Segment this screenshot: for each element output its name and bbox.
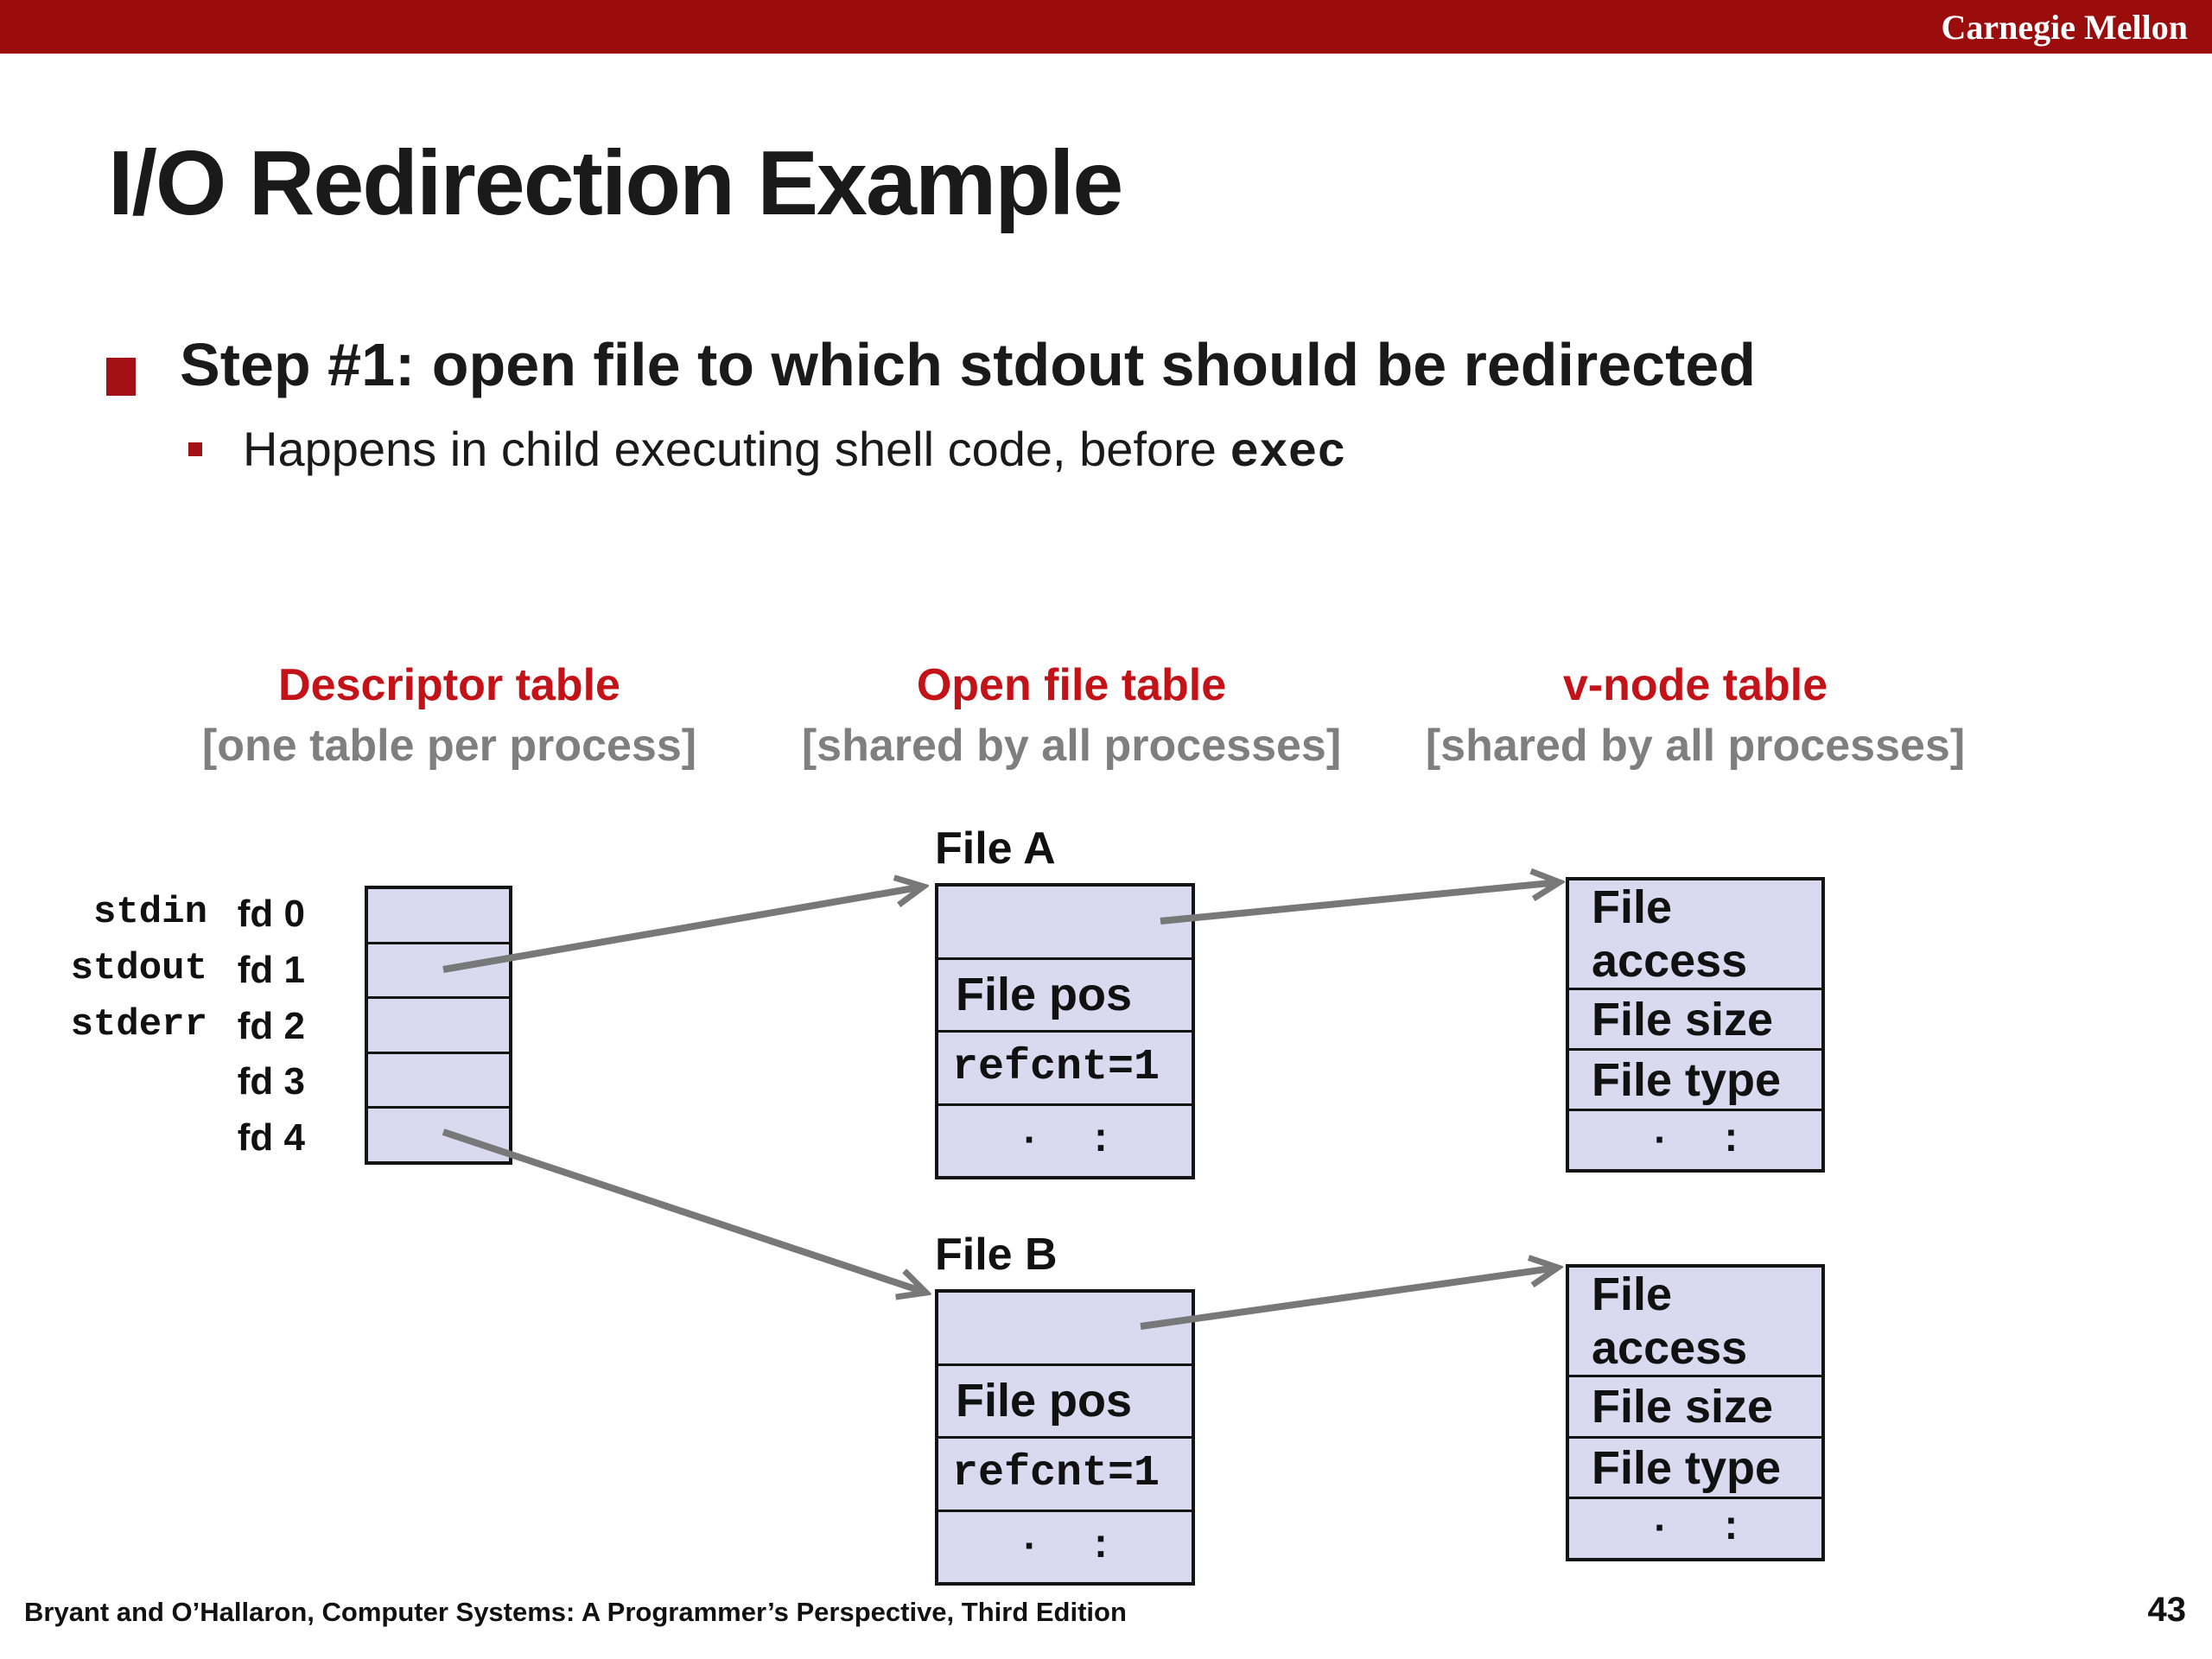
vnode-table-a: File access File size File type · : — [1566, 877, 1825, 1173]
footer-citation: Bryant and O’Hallaron, Computer Systems:… — [24, 1597, 1127, 1627]
file-b-refcnt-cell: refcnt=1 — [938, 1436, 1192, 1510]
subheader-open-file-table: [shared by all processes] — [801, 721, 1342, 771]
subheader-descriptor-table: [one table per process] — [201, 721, 697, 771]
vnode-b-ellipsis-cell: · : — [1569, 1497, 1821, 1558]
arrow-fd1-to-fileA — [442, 887, 924, 973]
file-a-refcnt-cell: refcnt=1 — [938, 1030, 1192, 1103]
label-stderr: stderr — [70, 1003, 207, 1046]
label-stdin: stdin — [92, 891, 207, 934]
sub-bullet: Happens in child executing shell code, b… — [243, 421, 1346, 480]
vnode-b-type-cell: File type — [1569, 1435, 1821, 1497]
vnode-table-b: File access File size File type · : — [1566, 1264, 1825, 1561]
file-a-ellipsis-cell: · : — [938, 1103, 1192, 1177]
arrow-fd4-to-fileB — [442, 1128, 926, 1293]
label-stdout: stdout — [70, 947, 207, 990]
descriptor-cell-fd0 — [368, 889, 509, 942]
label-fd3: fd 3 — [237, 1060, 305, 1103]
label-fd2: fd 2 — [237, 1005, 305, 1047]
header-vnode-table: v-node table — [1562, 660, 1828, 710]
vnode-b-size-cell: File size — [1569, 1375, 1821, 1436]
label-fd0: fd 0 — [237, 893, 305, 935]
top-banner — [0, 0, 2212, 54]
page-title: I/O Redirection Example — [108, 132, 1123, 234]
footer-page-number: 43 — [2147, 1591, 2187, 1629]
file-a-filepos-cell: File pos — [938, 957, 1192, 1031]
vnode-a-type-cell: File type — [1569, 1048, 1821, 1109]
vnode-a-ellipsis-cell: · : — [1569, 1109, 1821, 1169]
label-fd1: fd 1 — [237, 949, 305, 991]
descriptor-cell-fd1 — [368, 941, 509, 997]
subheader-vnode-table: [shared by all processes] — [1425, 721, 1966, 771]
descriptor-cell-fd2 — [368, 996, 509, 1052]
vnode-a-size-cell: File size — [1569, 988, 1821, 1048]
descriptor-cell-fd4 — [368, 1106, 509, 1161]
brand-logo-text: Carnegie Mellon — [1941, 8, 2189, 47]
open-file-table-b: File pos refcnt=1 · : — [935, 1289, 1195, 1586]
file-b-pointer-cell — [938, 1293, 1192, 1363]
vnode-a-access-cell: File access — [1592, 881, 1748, 987]
arrow-fileA-to-vnodeA — [1160, 882, 1560, 925]
sub-bullet-square-icon — [188, 442, 202, 456]
bullet-square-icon — [106, 358, 136, 396]
header-open-file-table: Open file table — [916, 660, 1227, 710]
file-a-pointer-cell — [938, 887, 1192, 957]
sub-bullet-text: Happens in child executing shell code, b… — [243, 422, 1230, 476]
descriptor-cell-fd3 — [368, 1051, 509, 1107]
bullet-step1: Step #1: open file to which stdout shoul… — [180, 331, 1757, 398]
file-b-filepos-cell: File pos — [938, 1363, 1192, 1437]
label-fd4: fd 4 — [237, 1116, 305, 1159]
file-b-title: File B — [935, 1230, 1058, 1280]
vnode-b-access-cell: File access — [1592, 1268, 1748, 1374]
descriptor-table — [365, 886, 512, 1165]
arrow-fileB-to-vnodeB — [1140, 1268, 1558, 1330]
sub-bullet-code: exec — [1230, 425, 1346, 480]
header-descriptor-table: Descriptor table — [278, 660, 620, 710]
file-b-ellipsis-cell: · : — [938, 1509, 1192, 1583]
file-a-title: File A — [935, 823, 1056, 874]
open-file-table-a: File pos refcnt=1 · : — [935, 883, 1195, 1179]
